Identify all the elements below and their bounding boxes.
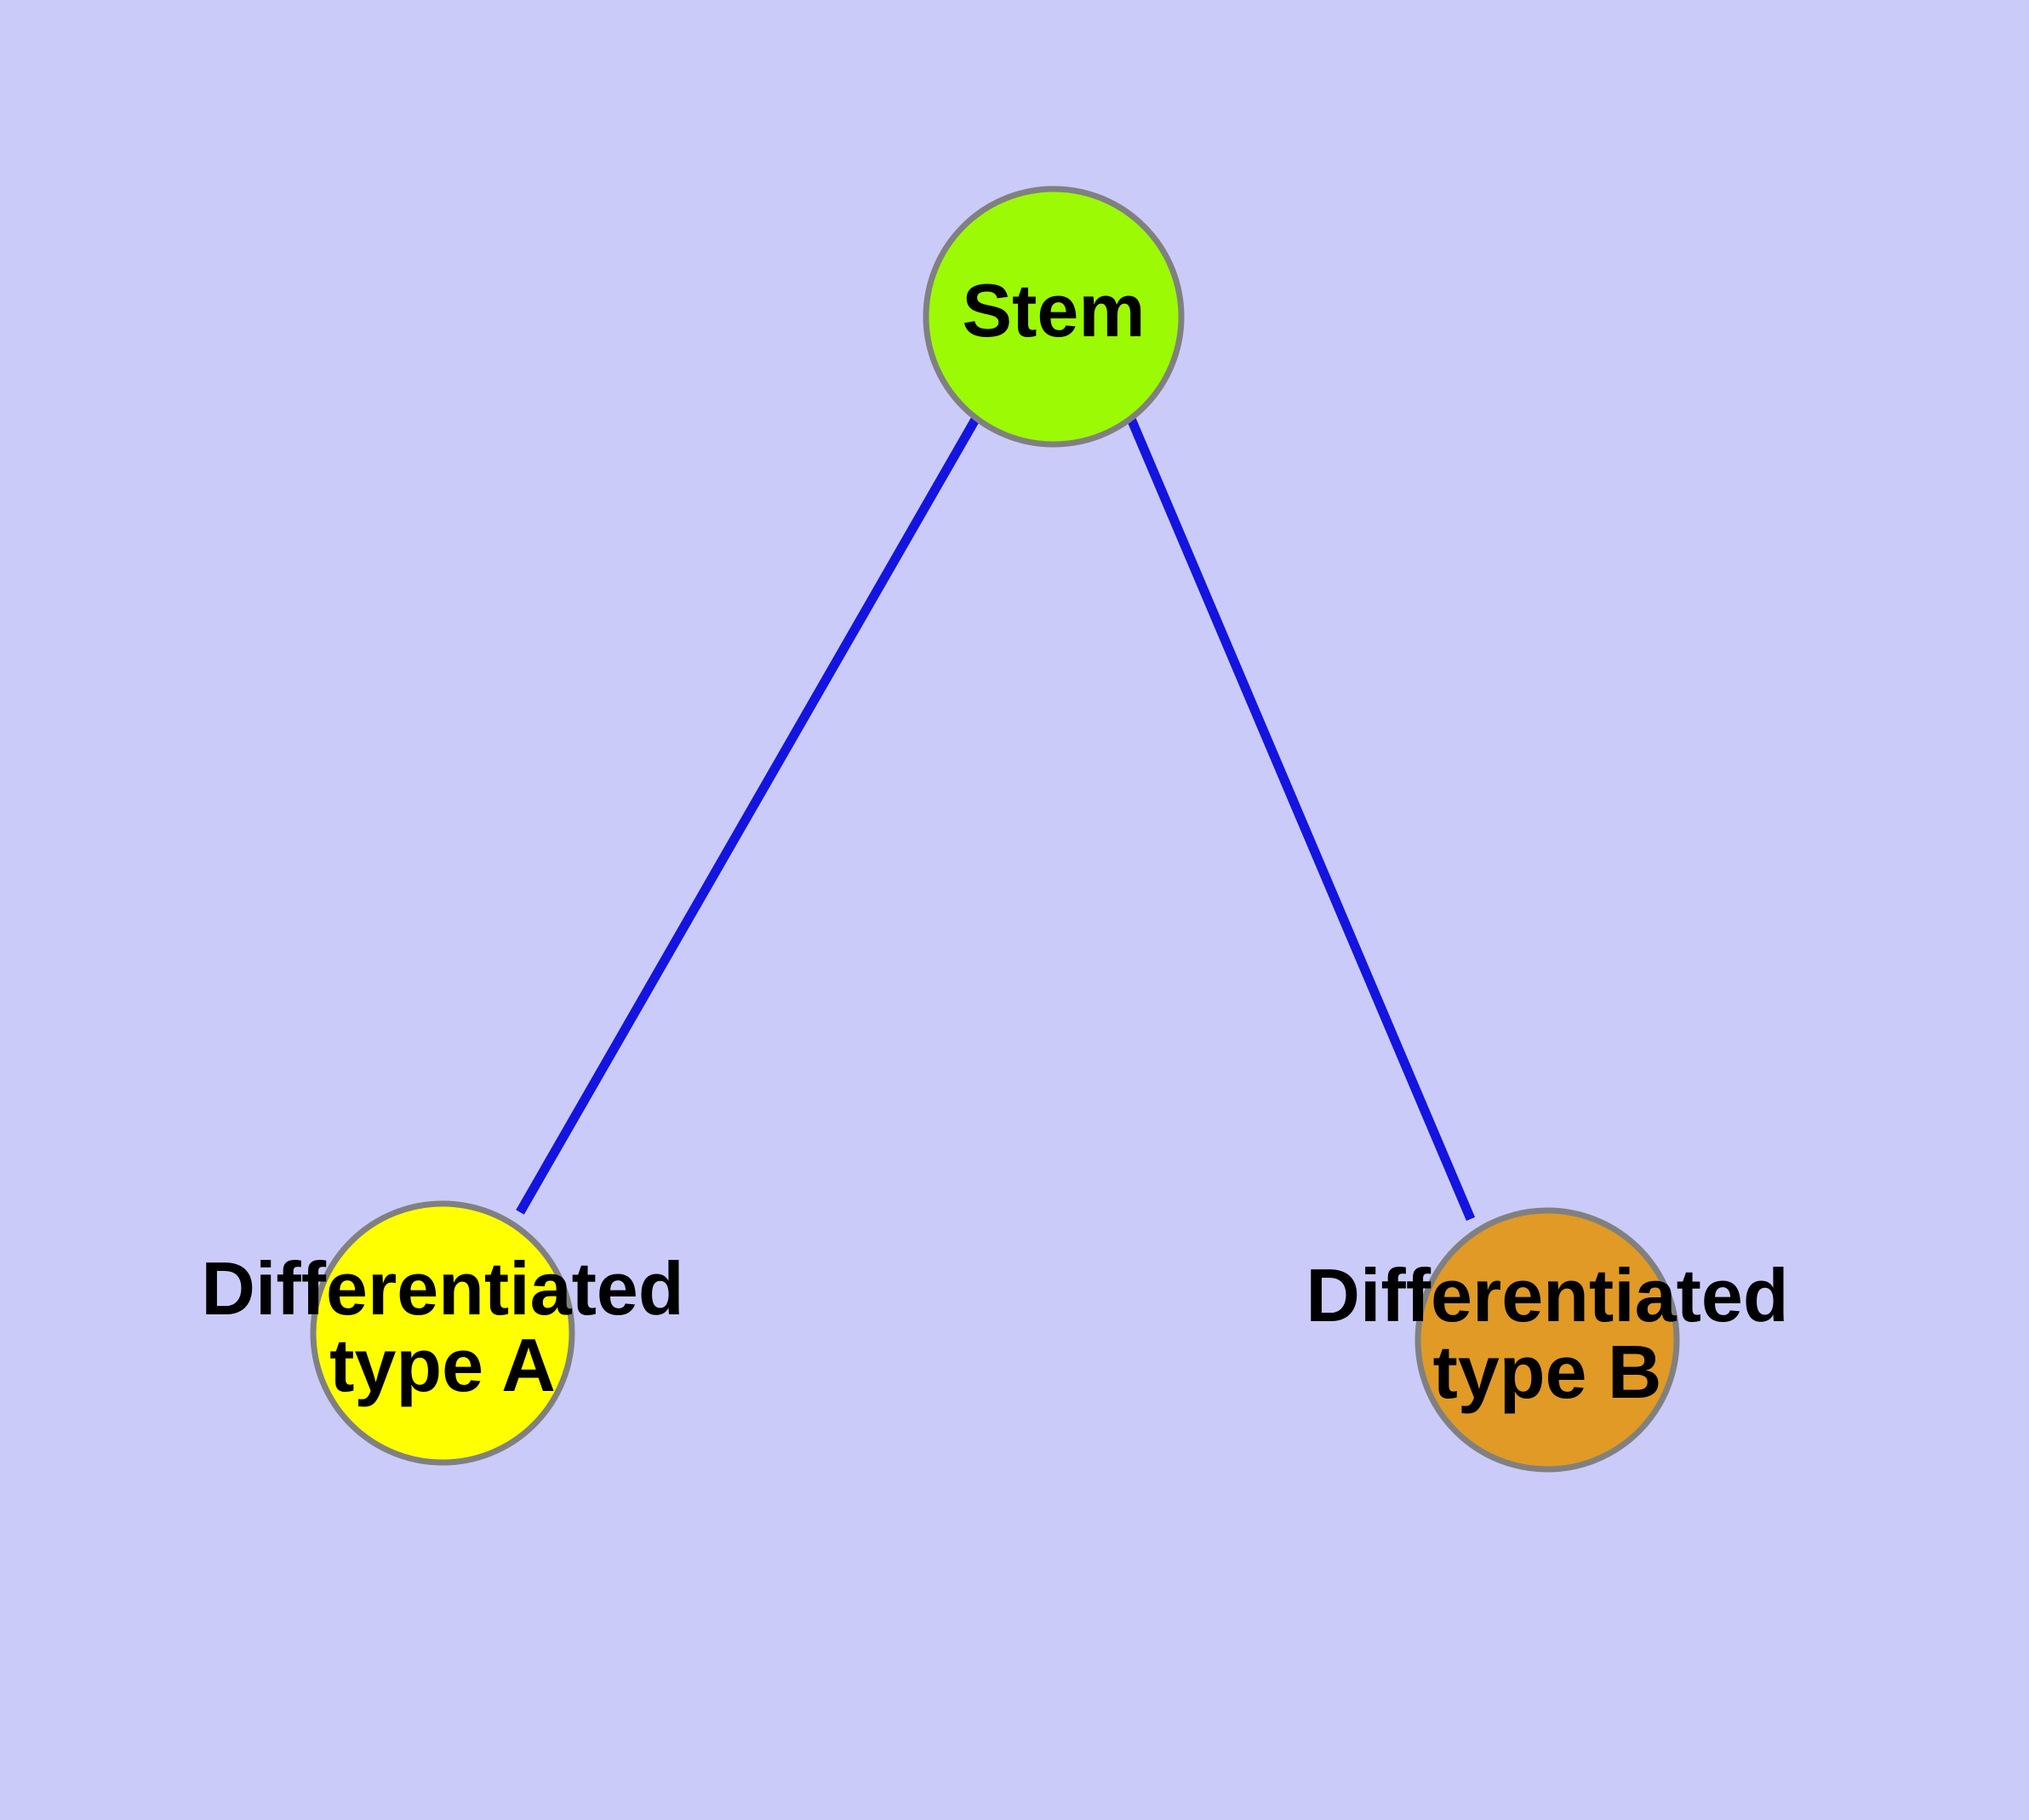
edge-stem-to-differentiated-type-a[interactable] [516,415,980,1215]
nodes-group [310,186,1680,1473]
label-line: Stem [962,268,1145,352]
label-line: Differentiated [1306,1253,1788,1337]
node-differentiated-type-b-circle[interactable] [1415,1207,1680,1473]
node-stem-circle[interactable] [923,186,1185,448]
label-line: type B [1433,1330,1662,1414]
node-differentiated-type-a[interactable] [310,1200,575,1466]
node-stem-label: Stem [962,268,1145,352]
label-line: Differentiated [201,1246,683,1331]
edge-stem-to-differentiated-type-b[interactable] [1126,416,1476,1222]
node-differentiated-type-b[interactable] [1415,1207,1680,1473]
node-differentiated-type-a-circle[interactable] [310,1200,575,1466]
edges-group [516,415,1476,1222]
node-stem[interactable] [923,186,1185,448]
label-line: type A [329,1323,556,1407]
